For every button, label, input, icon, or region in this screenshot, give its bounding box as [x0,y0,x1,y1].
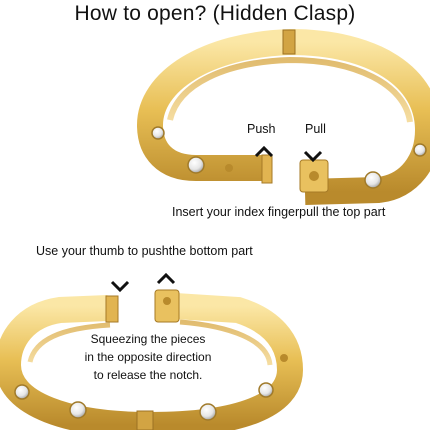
thumb-push-arrow-icon [110,280,130,293]
pull-arrow-icon [303,150,323,163]
gem-icon [413,143,427,157]
note-line: to release the notch. [93,368,203,382]
gem-icon [151,126,165,140]
squeeze-note: Squeezing the pieces in the opposite dir… [58,330,238,384]
bottom-bracelet [0,289,304,430]
gem-icon [258,382,274,398]
top-caption: Insert your index fingerpull the top par… [172,205,386,219]
top-bracelet [136,28,430,205]
gem-icon [14,384,30,400]
finger-pull-arrow-icon [156,272,176,285]
gem-icon [364,171,382,189]
gem-icon [69,401,87,419]
gem-icon [199,403,217,421]
gem-icon [187,156,205,174]
page-title: How to open? (Hidden Clasp) [74,2,356,25]
push-arrow-icon [254,145,274,158]
push-label: Push [247,122,276,136]
note-line: in the opposite direction [84,350,212,364]
pull-label: Pull [305,122,326,136]
bottom-caption: Use your thumb to pushthe bottom part [36,244,253,258]
note-line: Squeezing the pieces [90,332,206,346]
